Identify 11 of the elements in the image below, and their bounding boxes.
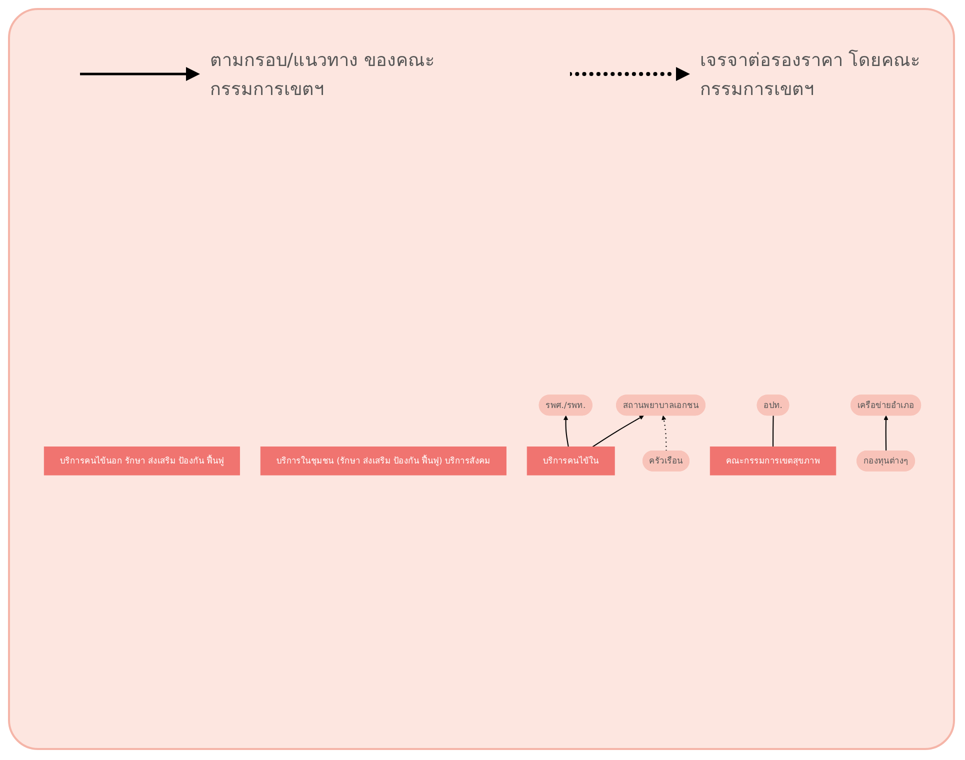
node-box: บริการคนไข้ใน: [526, 446, 615, 476]
arrow: [592, 415, 644, 448]
node-box: บริการคนไข้นอก รักษา ส่งเสริม ป้องกัน ฟื้นฟู: [44, 446, 240, 476]
arrow: [662, 415, 667, 451]
node-box: บริการในชุมชน (รักษา ส่งเสริม ป้องกัน ฟื้นฟู) บริการสังคม: [260, 446, 506, 476]
legend-text: ตามกรอบ/แนวทาง ของคณะกรรมการเขตฯ: [210, 49, 436, 102]
arrow: [884, 415, 888, 451]
legend-text: เจรจาต่อรองราคา โดยคณะกรรมการเขตฯ: [700, 48, 922, 102]
arrow: [564, 415, 569, 447]
node-box: คณะกรรมการเขตสุขภาพ: [710, 446, 836, 476]
connector: [772, 416, 774, 447]
